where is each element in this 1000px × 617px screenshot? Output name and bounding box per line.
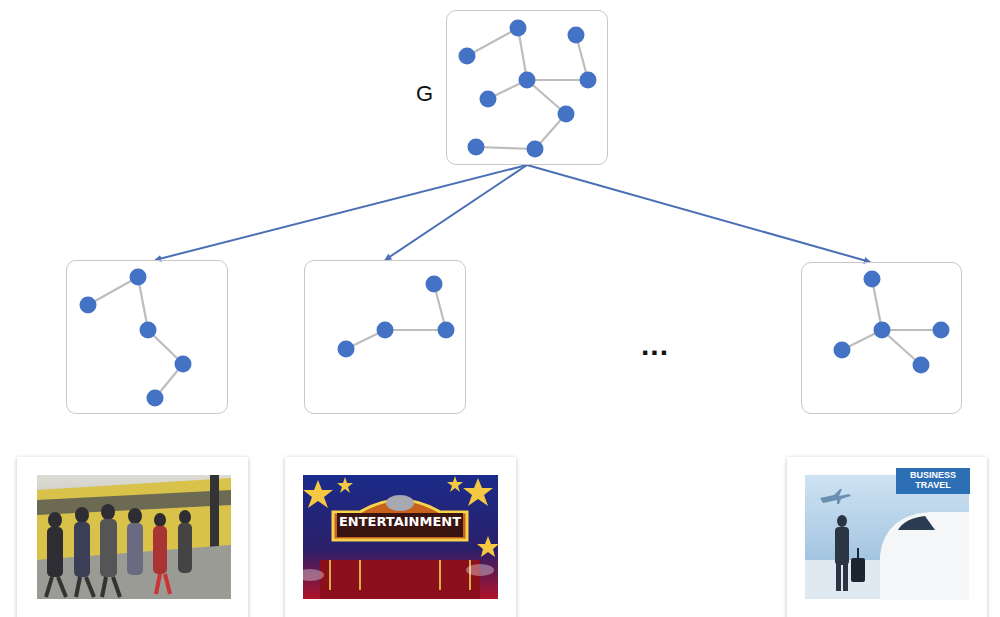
arrow-connector <box>155 165 527 260</box>
graph-box: G <box>446 10 608 165</box>
graph-name: G <box>416 81 433 107</box>
subgraph-box <box>801 262 962 414</box>
sign-text: ENTERTAINMENT <box>338 514 462 529</box>
ellipsis-label: ... <box>641 328 669 362</box>
subgraph-box <box>66 260 228 414</box>
arrow-connector <box>527 165 870 262</box>
subgraph-box <box>304 260 466 414</box>
sign-text: BUSINESS TRAVEL <box>898 470 968 490</box>
arrow-connector <box>385 165 527 260</box>
